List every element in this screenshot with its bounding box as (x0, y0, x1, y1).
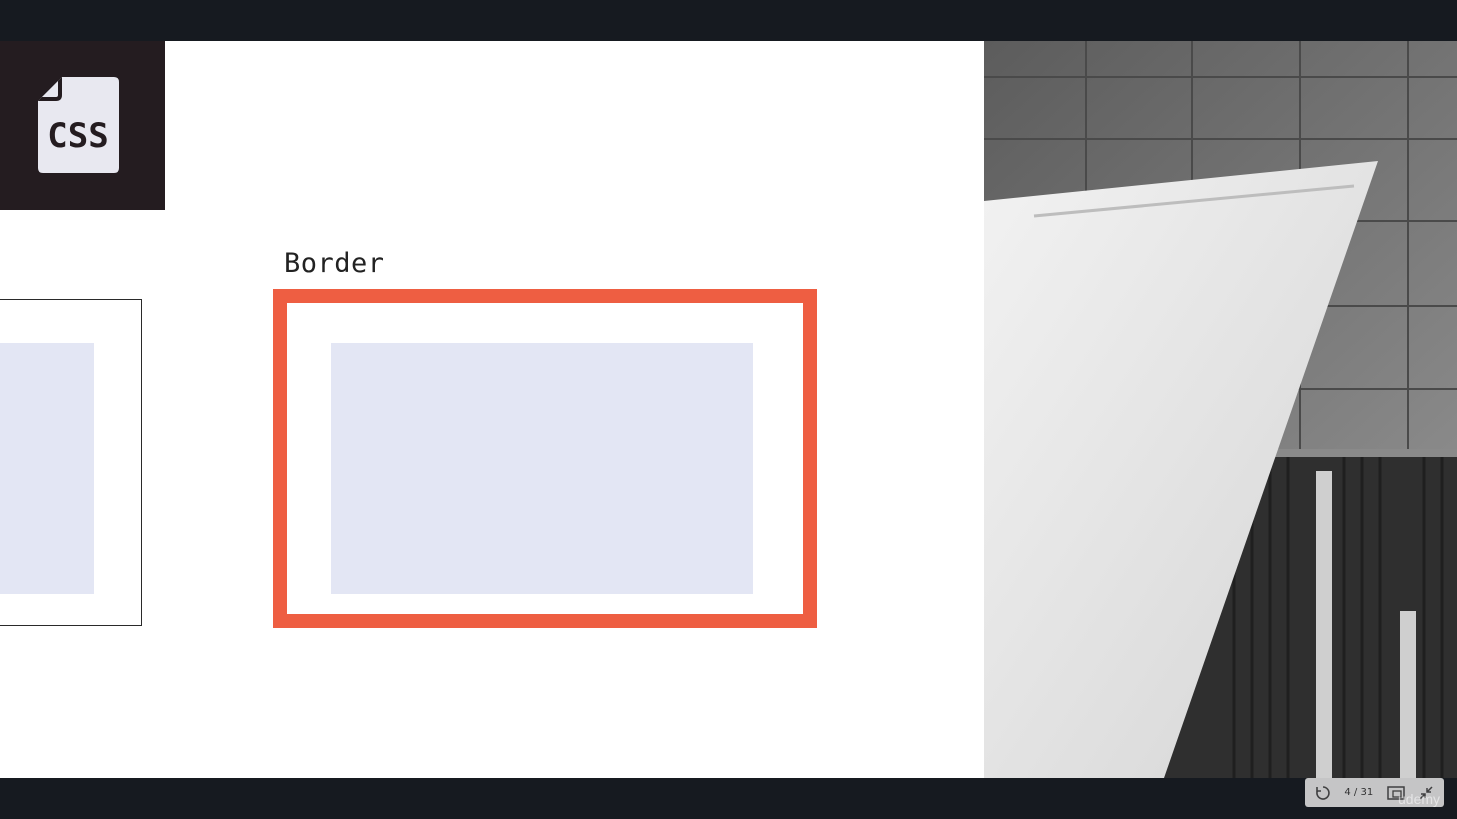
picture-in-picture-icon[interactable] (1386, 785, 1405, 800)
box-model-example-left (0, 299, 142, 626)
architecture-photo (984, 41, 1457, 778)
border-box-example (273, 289, 817, 628)
css-logo: CSS (0, 41, 165, 210)
page-counter: 4 / 31 (1344, 787, 1374, 798)
video-top-bar (0, 0, 1457, 41)
replay-icon[interactable] (1315, 785, 1331, 801)
content-area-left (0, 343, 94, 594)
udemy-watermark: udemy (1398, 791, 1441, 807)
exit-fullscreen-icon[interactable] (1418, 785, 1434, 801)
content-area (331, 343, 753, 594)
css-logo-text: CSS (47, 116, 108, 156)
slide: CSS Border (0, 41, 1457, 778)
section-label: Border (284, 248, 385, 279)
player-controls: 4 / 31 (1305, 778, 1444, 807)
video-bottom-bar (0, 778, 1457, 819)
slide-content: CSS Border (0, 41, 984, 778)
css-file-icon: CSS (38, 77, 119, 173)
